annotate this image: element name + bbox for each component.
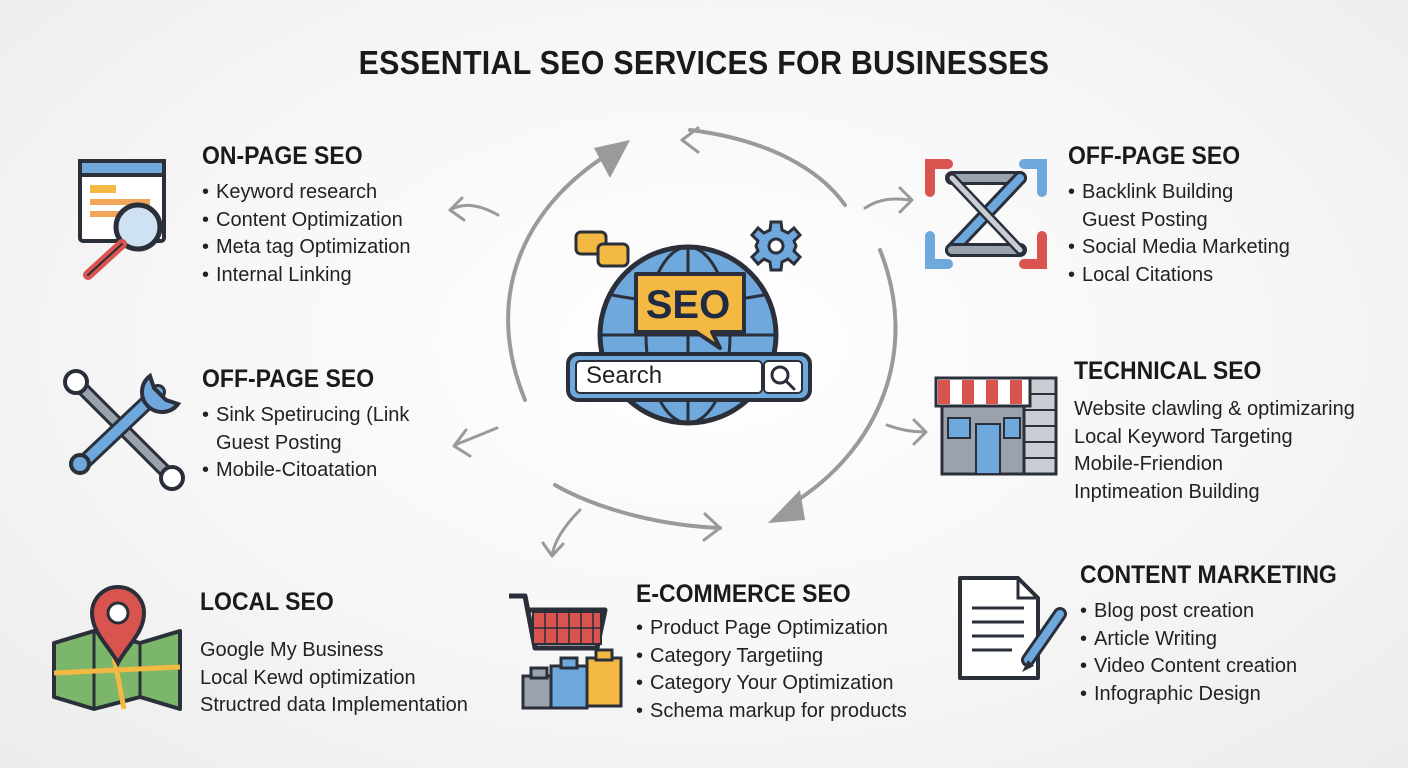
cycle-arrowhead-bottom <box>768 490 805 523</box>
document-pen-icon <box>958 576 1067 680</box>
section-title: E-COMMERCE SEO <box>636 580 851 608</box>
arrow-to-off-page-right-head <box>898 186 914 214</box>
arrow-bottom-right-head <box>702 512 722 542</box>
arrow-to-off-page-right <box>863 197 912 210</box>
section-off-page-seo-right: OFF-PAGE SEO •Backlink Building Guest Po… <box>1068 142 1290 289</box>
shopping-cart-icon <box>509 593 623 710</box>
list-item: •Sink Spetirucing (Link <box>202 404 410 426</box>
arrow-top-center <box>680 126 700 154</box>
list-item: •Backlink Building <box>1068 181 1234 203</box>
link-exchange-icon <box>925 159 1047 269</box>
list-item: •Video Content creation <box>1080 655 1298 677</box>
search-icon <box>770 365 790 385</box>
arrow-to-off-page-left-head <box>452 428 472 458</box>
seo-speech-bubble <box>634 272 746 350</box>
section-items: •Blog post creation •Article Writing •Vi… <box>1080 598 1359 708</box>
section-title: LOCAL SEO <box>200 588 334 616</box>
list-item: •Infographic Design <box>1080 682 1261 705</box>
search-placeholder: Search <box>586 362 663 389</box>
section-content-marketing: CONTENT MARKETING •Blog post creation •A… <box>1080 561 1359 708</box>
section-items: •Sink Spetirucing (Link Guest Posting •M… <box>202 402 409 485</box>
arrow-to-technical <box>885 423 927 434</box>
section-title: CONTENT MARKETING <box>1080 561 1337 589</box>
link-chain-icon <box>574 230 630 268</box>
section-items: Google My Business Local Kewd optimizati… <box>200 637 468 720</box>
cycle-arc-top-right <box>688 128 847 207</box>
list-item: •Blog post creation <box>1080 600 1255 622</box>
map-pin-icon <box>52 584 182 711</box>
list-item: •Social Media Marketing <box>1068 236 1290 258</box>
gear-icon <box>749 220 803 272</box>
list-item: •Category Your Optimization <box>636 672 894 694</box>
arrow-to-ecommerce-head <box>541 541 565 558</box>
list-item: •Schema markup for products <box>636 699 907 722</box>
storefront-server-icon <box>934 376 1058 476</box>
section-items: •Backlink Building Guest Posting •Social… <box>1068 179 1290 289</box>
section-off-page-seo-left: OFF-PAGE SEO •Sink Spetirucing (Link Gue… <box>202 365 409 485</box>
section-on-page-seo: ON-PAGE SEO •Keyword research •Content O… <box>202 142 411 289</box>
list-item: •Internal Linking <box>202 263 352 286</box>
section-title: ON-PAGE SEO <box>202 142 363 170</box>
list-item: Mobile-Friendion <box>1074 453 1223 475</box>
browser-magnifier-icon <box>78 159 166 280</box>
list-item: •Keyword research <box>202 181 378 203</box>
list-item: Website clawling & optimizaring <box>1074 398 1355 420</box>
cycle-arrowhead-top <box>594 140 630 178</box>
arrow-to-on-page-head <box>448 196 466 222</box>
list-item: Guest Posting <box>1082 208 1208 231</box>
list-item: Local Keyword Targeting <box>1074 425 1293 448</box>
list-item: Inptimeation Building <box>1074 480 1260 503</box>
section-items: Website clawling & optimizaring Local Ke… <box>1074 396 1355 506</box>
wrench-tools-icon <box>63 369 185 491</box>
section-title: TECHNICAL SEO <box>1074 357 1262 385</box>
section-items: •Keyword research •Content Optimization … <box>202 179 411 289</box>
list-item: Google My Business <box>200 639 384 661</box>
list-item: •Category Targetiing <box>636 644 824 667</box>
list-item: •Local Citations <box>1068 263 1214 286</box>
arrow-to-off-page-left <box>453 426 499 447</box>
section-items: •Product Page Optimization •Category Tar… <box>636 615 907 725</box>
search-bar[interactable] <box>566 352 812 402</box>
list-item: •Meta tag Optimization <box>202 236 411 258</box>
section-technical-seo: TECHNICAL SEO Website clawling & optimiz… <box>1074 357 1355 506</box>
cycle-arc-bottom <box>553 483 722 530</box>
section-title: OFF-PAGE SEO <box>1068 142 1241 170</box>
page-title: ESSENTIAL SEO SERVICES FOR BUSINESSES <box>358 44 1050 81</box>
list-item: Local Kewd optimization <box>200 666 416 689</box>
section-title: OFF-PAGE SEO <box>202 365 375 393</box>
list-item: Guest Posting <box>216 431 342 454</box>
arrow-to-ecommerce <box>550 508 582 557</box>
section-local-seo: LOCAL SEO Google My Business Local Kewd … <box>200 588 468 720</box>
section-ecommerce-seo: E-COMMERCE SEO •Product Page Optimizatio… <box>636 580 907 725</box>
list-item: •Content Optimization <box>202 208 403 231</box>
cycle-arc-right <box>788 248 898 507</box>
list-item: •Article Writing <box>1080 627 1217 650</box>
list-item: •Mobile-Citoatation <box>202 459 378 481</box>
arrow-to-technical-head <box>912 418 928 446</box>
list-item: Structred data Implementation <box>200 694 468 716</box>
cycle-arc-top-left <box>506 148 617 402</box>
seo-label: SEO <box>645 283 731 327</box>
list-item: •Product Page Optimization <box>636 617 888 639</box>
